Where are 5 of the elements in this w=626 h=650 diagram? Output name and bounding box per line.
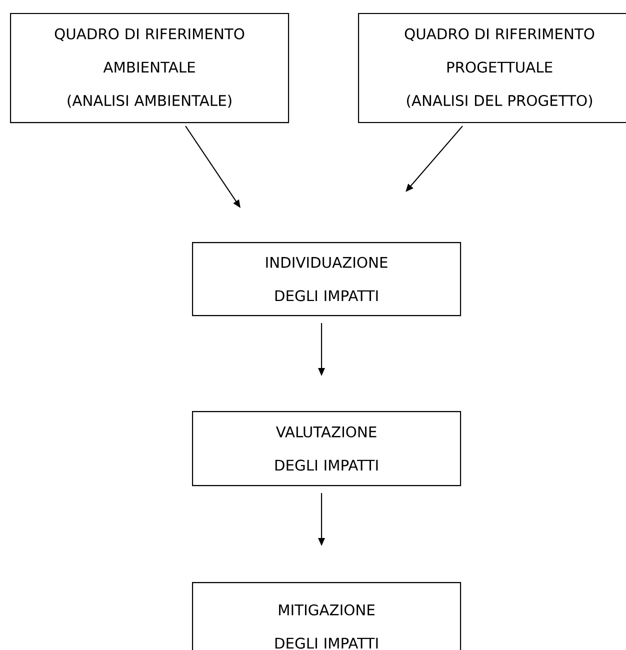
process-box: VALUTAZIONE DEGLI IMPATTI [192, 411, 462, 486]
process-box: QUADRO DI RIFERIMENTO PROGETTUALE (ANALISI DEL PROGETTO) [358, 13, 626, 124]
process-box: INDIVIDUAZIONE DEGLI IMPATTI [192, 242, 462, 316]
process-box: QUADRO DI RIFERIMENTO AMBIENTALE (ANALISI AMBIENTALE) [10, 13, 290, 124]
process-box: MITIGAZIONE DEGLI IMPATTI [192, 582, 462, 650]
